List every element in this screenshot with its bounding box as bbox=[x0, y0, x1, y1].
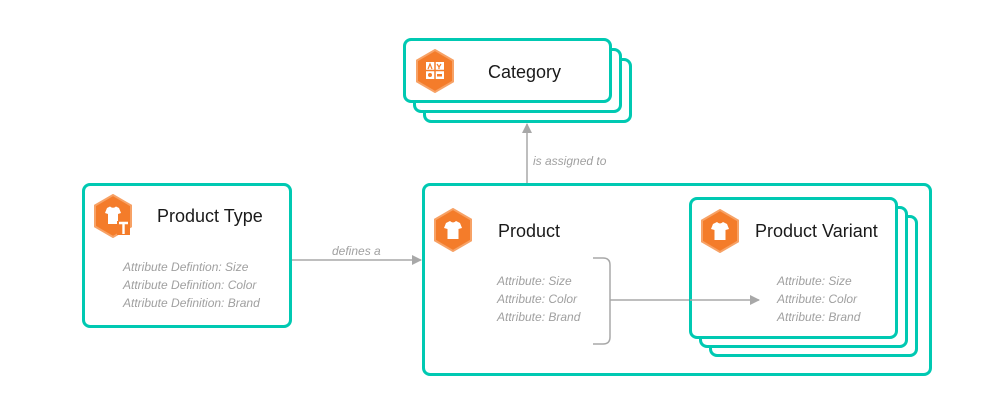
product-node[interactable]: Product Attribute: Size Attribute: Color… bbox=[422, 183, 932, 376]
attribute-item: Attribute: Brand bbox=[777, 310, 861, 324]
product-variant-attributes: Attribute: Size Attribute: Color Attribu… bbox=[777, 272, 860, 326]
product-type-attributes: Attribute Defintion: Size Attribute Defi… bbox=[123, 258, 260, 312]
shirt-icon bbox=[434, 208, 472, 252]
product-title: Product bbox=[498, 221, 561, 241]
edge-label-is-assigned-to: is assigned to bbox=[533, 154, 607, 168]
product-variant-node[interactable]: Product Variant Attribute: Size Attribut… bbox=[689, 197, 898, 339]
attribute-item: Attribute: Brand bbox=[497, 310, 581, 324]
attribute-item: Attribute: Size bbox=[777, 274, 852, 288]
shirt-icon bbox=[701, 209, 739, 253]
category-title: Category bbox=[488, 62, 562, 82]
attribute-bracket bbox=[593, 257, 611, 345]
category-node[interactable]: Category bbox=[403, 38, 612, 103]
category-icon bbox=[416, 49, 454, 93]
product-type-title: Product Type bbox=[157, 206, 263, 226]
product-type-icon bbox=[94, 194, 132, 238]
attribute-item: Attribute Definition: Color bbox=[123, 278, 257, 292]
attribute-item: Attribute: Color bbox=[497, 292, 578, 306]
attribute-item: Attribute: Color bbox=[777, 292, 858, 306]
edge-label-defines-a: defines a bbox=[332, 244, 381, 258]
product-type-node[interactable]: Product Type Attribute Defintion: Size A… bbox=[82, 183, 292, 328]
product-variant-title: Product Variant bbox=[755, 221, 878, 241]
attribute-item: Attribute Defintion: Size bbox=[123, 260, 249, 274]
product-attributes: Attribute: Size Attribute: Color Attribu… bbox=[497, 272, 580, 326]
attribute-item: Attribute: Size bbox=[497, 274, 572, 288]
attribute-item: Attribute Definition: Brand bbox=[123, 296, 260, 310]
